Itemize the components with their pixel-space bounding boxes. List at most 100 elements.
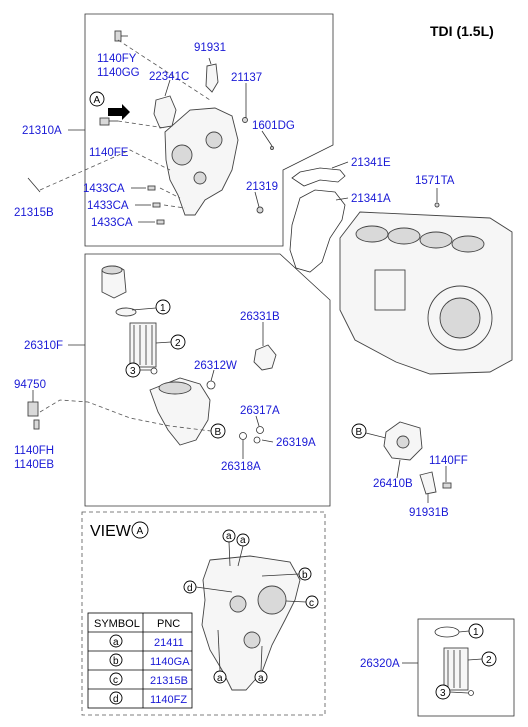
svg-text:a: a xyxy=(226,531,232,542)
svg-text:A: A xyxy=(94,95,101,106)
label-26320A: 26320A xyxy=(360,658,400,670)
label-1433CA-1: 1433CA xyxy=(83,183,125,195)
label-1140FE: 1140FE xyxy=(89,147,129,159)
svg-text:3: 3 xyxy=(440,688,446,699)
gasket-21341A-part xyxy=(289,189,346,273)
label-1571TA: 1571TA xyxy=(415,175,455,187)
label-26317A: 26317A xyxy=(240,405,280,417)
svg-text:1: 1 xyxy=(160,303,166,314)
svg-text:2: 2 xyxy=(486,655,492,666)
svg-text:2: 2 xyxy=(175,338,181,349)
bolt-1140FH-part xyxy=(33,419,40,430)
adapter-26410B-part xyxy=(383,421,423,461)
svg-text:B: B xyxy=(356,427,363,438)
callout-c-view: c xyxy=(305,595,319,609)
label-26331B: 26331B xyxy=(240,311,280,323)
bolts-1433CA-parts xyxy=(147,185,165,225)
label-21319: 21319 xyxy=(246,181,278,193)
svg-text:A: A xyxy=(137,526,144,537)
callout-2-mid: 2 xyxy=(170,334,186,350)
label-21315B: 21315B xyxy=(14,207,54,219)
washer-26317A-part xyxy=(256,426,264,434)
callout-a-view-2: a xyxy=(236,533,250,547)
dash-leader-21315B xyxy=(39,149,171,191)
svg-text:B: B xyxy=(215,427,222,438)
bolt-1140FF-part xyxy=(442,482,452,489)
filter-element-part xyxy=(129,322,157,368)
view-a-frame xyxy=(81,511,326,716)
callout-B-mid: B xyxy=(210,423,226,439)
svg-text:a: a xyxy=(217,673,223,684)
label-22341C: 22341C xyxy=(149,71,189,83)
svg-text:a: a xyxy=(240,535,246,546)
callout-1-mid: 1 xyxy=(155,299,171,315)
svg-text:3: 3 xyxy=(130,366,136,377)
bracket-91931-part xyxy=(205,63,219,93)
callout-a-view-4: a xyxy=(254,670,268,684)
washer-26319A-part xyxy=(253,436,261,444)
sensor-94750-part xyxy=(27,396,39,417)
table-header-pnc: PNC xyxy=(157,618,180,630)
filter-cap-part xyxy=(101,265,137,317)
filter-kit-frame xyxy=(417,618,515,717)
svg-text:1: 1 xyxy=(473,627,479,638)
table-row-2-pnc: 1140GA xyxy=(150,656,190,668)
bolt-21315B-part xyxy=(27,177,41,193)
view-letter-callout: A xyxy=(131,521,149,539)
timing-cover-part xyxy=(164,107,239,216)
gasket-22341C-part xyxy=(153,95,177,129)
dash-leader-1433CA-1 xyxy=(159,187,181,199)
table-row-1-symbol: a xyxy=(113,637,119,648)
label-1140FY: 1140FY xyxy=(97,53,137,65)
callout-a-view-1: a xyxy=(222,529,236,543)
label-26318A: 26318A xyxy=(221,461,261,473)
timing-cover-group-frame xyxy=(84,13,334,247)
label-1140EB: 1140EB xyxy=(14,459,54,471)
o-ring-26312W-part xyxy=(206,380,216,390)
washer-26318A-part xyxy=(239,432,247,440)
label-26319A: 26319A xyxy=(276,437,316,449)
label-1433CA-3: 1433CA xyxy=(91,217,133,229)
table-row-1-pnc: 21411 xyxy=(154,637,184,649)
gasket-26331B-part xyxy=(253,344,277,371)
callout-d-view: d xyxy=(183,580,197,594)
engine-block-part xyxy=(339,211,513,375)
dash-leader-1433CA-2 xyxy=(163,204,186,209)
view-label: VIEW xyxy=(90,523,132,540)
gasket-21341E-part xyxy=(291,167,346,187)
view-cover-part xyxy=(201,555,301,691)
callout-3-mid: 3 xyxy=(125,362,141,378)
svg-text:d: d xyxy=(187,583,193,594)
label-94750: 94750 xyxy=(14,379,46,391)
plug-21319-part xyxy=(256,206,264,214)
table-row-3-symbol: c xyxy=(113,675,118,686)
o-ring-3-part xyxy=(150,367,158,375)
pin-1601DG-part xyxy=(270,146,274,150)
table-row-3-pnc: 21315B xyxy=(150,675,188,687)
dash-leader-1140FY xyxy=(117,39,211,101)
bracket-91931B-part xyxy=(419,471,437,495)
callout-a-view-3: a xyxy=(213,670,227,684)
dash-leader-94750 xyxy=(39,399,212,432)
label-26310F: 26310F xyxy=(24,340,63,352)
callout-2-kit: 2 xyxy=(481,651,497,667)
svg-text:a: a xyxy=(258,673,264,684)
label-1140FF: 1140FF xyxy=(429,455,468,467)
bolt-1140FY-part xyxy=(114,30,122,42)
label-21310A: 21310A xyxy=(22,125,62,137)
direction-arrow-icon xyxy=(108,104,130,120)
svg-text:b: b xyxy=(302,570,308,581)
label-21341E: 21341E xyxy=(351,157,391,169)
label-21341A: 21341A xyxy=(351,193,391,205)
bolt-1140FE-part xyxy=(99,117,118,126)
kit-o-ring-1-part xyxy=(434,626,460,638)
dash-leader-1140FE xyxy=(117,120,166,129)
filter-housing-part xyxy=(149,377,211,446)
callout-b-view: b xyxy=(298,567,312,581)
label-1140GG: 1140GG xyxy=(97,67,140,79)
plug-21137-part xyxy=(242,117,248,123)
label-91931: 91931 xyxy=(194,42,226,54)
label-1601DG: 1601DG xyxy=(252,120,295,132)
oil-filter-group-frame xyxy=(84,253,331,507)
